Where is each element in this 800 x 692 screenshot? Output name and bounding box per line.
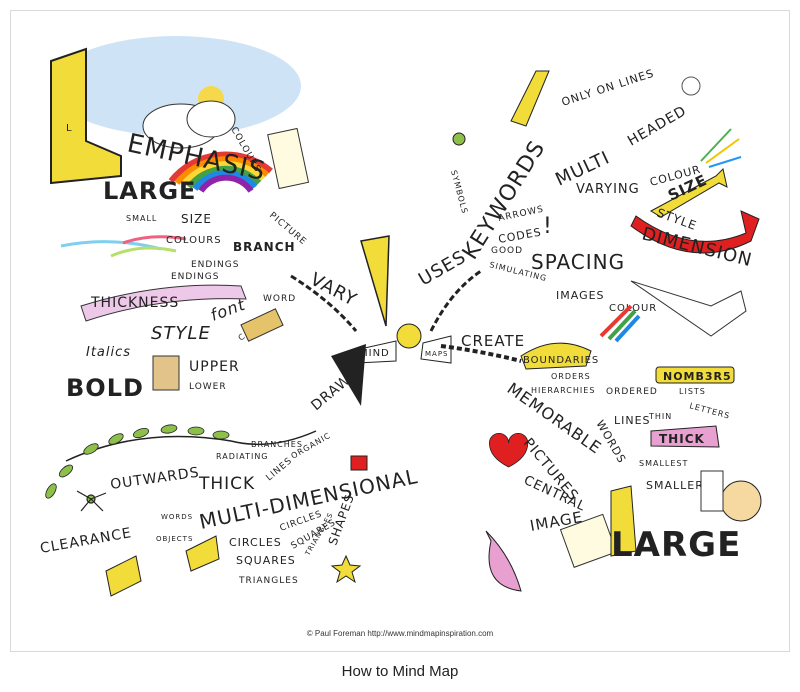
rainbow-icon — [168, 151, 273, 193]
endings-label-1: ENDINGS — [191, 260, 239, 270]
headed-label: HEADED — [625, 103, 690, 150]
key-icon — [510, 70, 550, 127]
squares-label-1: SQUARES — [236, 554, 296, 567]
large-letters-icon — [610, 485, 637, 557]
branches-label: BRANCHES — [251, 440, 303, 449]
thickness-branch-shape — [80, 284, 247, 322]
heart-icon — [489, 433, 529, 468]
cloud-icon — [142, 100, 236, 149]
red-line-icon — [122, 235, 187, 245]
radiating-arrows-icon — [76, 490, 107, 512]
ordered-label: ORDERED — [606, 387, 658, 397]
small-label: SMALL — [126, 214, 157, 223]
thick-label-draw: THICK — [198, 474, 255, 494]
outwards-label: OUTWARDS — [109, 465, 200, 493]
numbers-label: NOMB3R5 — [663, 370, 732, 383]
large-l-letter — [50, 47, 122, 185]
mind-map-illustration: L EMPHASIS LARGE SMALL SIZE COLOURS PICT… — [39, 36, 762, 597]
maps-label: MAPS — [425, 350, 449, 358]
thick-label: THICK — [659, 432, 705, 446]
multi-arrows-icon — [700, 128, 742, 168]
lines-label-draw: LINES — [265, 456, 295, 483]
flower-icon — [681, 76, 701, 96]
sky-background — [51, 36, 301, 136]
objects-label: OBJECTS — [156, 535, 193, 543]
thick-branch-shape — [650, 425, 720, 448]
style-label: STYLE — [151, 323, 211, 344]
letters-label: LETTERS — [688, 401, 731, 421]
good-label: GOOD — [491, 246, 523, 256]
create-label: CREATE — [461, 332, 525, 350]
dimension-label: DIMENSION — [640, 223, 755, 271]
framed-picture-icon — [559, 513, 618, 568]
symbols-label: SYMBOLS — [449, 169, 469, 215]
boxes-icon — [105, 535, 220, 597]
size-arrow-icon — [649, 168, 728, 218]
large-label-create: LARGE — [611, 525, 741, 565]
upper-label: UPPER — [189, 359, 240, 375]
large-label: LARGE — [103, 177, 196, 205]
central-image — [350, 235, 452, 364]
leaves-icon — [45, 424, 230, 499]
pencils-icon — [599, 304, 641, 343]
smaller-label: SMALLER — [646, 479, 704, 492]
flag-icon — [350, 455, 368, 471]
draw-label: DRAW — [308, 372, 354, 414]
codes-label: CODES — [497, 226, 542, 246]
image-caption: How to Mind Map — [341, 663, 459, 680]
numbers-box — [655, 366, 735, 384]
smallest-label: SMALLEST — [639, 459, 688, 468]
only-on-lines-label: ONLY ON LINES — [560, 67, 656, 109]
orders-label: ORDERS — [551, 372, 591, 381]
clearance-label: CLEARANCE — [39, 525, 133, 557]
words-label-draw: WORDS — [161, 513, 193, 521]
word-label: WORD — [263, 294, 296, 304]
exclamation-icon: ! — [543, 214, 553, 239]
boundaries-label: BOUNDARIES — [523, 355, 599, 366]
create-branch-line — [440, 344, 522, 363]
lists-label: LISTS — [679, 387, 706, 396]
italics-label: Italics — [86, 345, 131, 360]
eye-chart-icon — [700, 470, 724, 512]
circles-label-1: CIRCLES — [229, 536, 282, 549]
uses-branch-line — [429, 269, 482, 332]
face-icon — [720, 480, 762, 522]
picture-frame-icon — [267, 127, 310, 190]
green-line-icon — [110, 246, 177, 258]
mind-map-frame: L EMPHASIS LARGE SMALL SIZE COLOURS PICT… — [10, 10, 790, 652]
images-label: IMAGES — [556, 289, 605, 302]
thickness-label: THICKNESS — [90, 295, 179, 311]
seahorse-icon — [485, 530, 522, 592]
lower-label: LOWER — [189, 382, 227, 392]
spacing-label: SPACING — [531, 250, 625, 274]
endings-label-2: ENDINGS — [171, 272, 219, 282]
triangles-label-1: TRIANGLES — [238, 576, 299, 586]
symbol-flower-icon — [452, 132, 466, 146]
hierarchies-label: HIERARCHIES — [531, 386, 595, 395]
bold-label: BOLD — [66, 374, 144, 402]
branch-label: BRANCH — [233, 240, 296, 254]
lines-label: LINES — [614, 414, 651, 427]
colour-label-2: COLOUR — [609, 303, 657, 314]
boundaries-cloud-icon — [520, 342, 592, 370]
book-icon — [240, 308, 284, 342]
draw-branch-shape — [331, 344, 366, 406]
thin-label: THIN — [648, 412, 672, 421]
house-icon — [152, 355, 180, 391]
paper-icon — [630, 280, 747, 337]
colours-branch-label: COLOURS — [166, 235, 222, 246]
mind-label: MIND — [359, 348, 390, 359]
dimension-ribbon-icon — [630, 210, 760, 254]
large-letter: L — [66, 123, 73, 134]
credit-text: © Paul Foreman http://www.mindmapinspira… — [306, 629, 494, 638]
star-icon — [330, 554, 362, 584]
vary-branch-line — [290, 274, 358, 332]
radiating-label: RADIATING — [216, 452, 269, 461]
varying-label: VARYING — [576, 182, 640, 197]
size-label: SIZE — [181, 212, 212, 226]
vary-label: VARY — [307, 269, 361, 311]
